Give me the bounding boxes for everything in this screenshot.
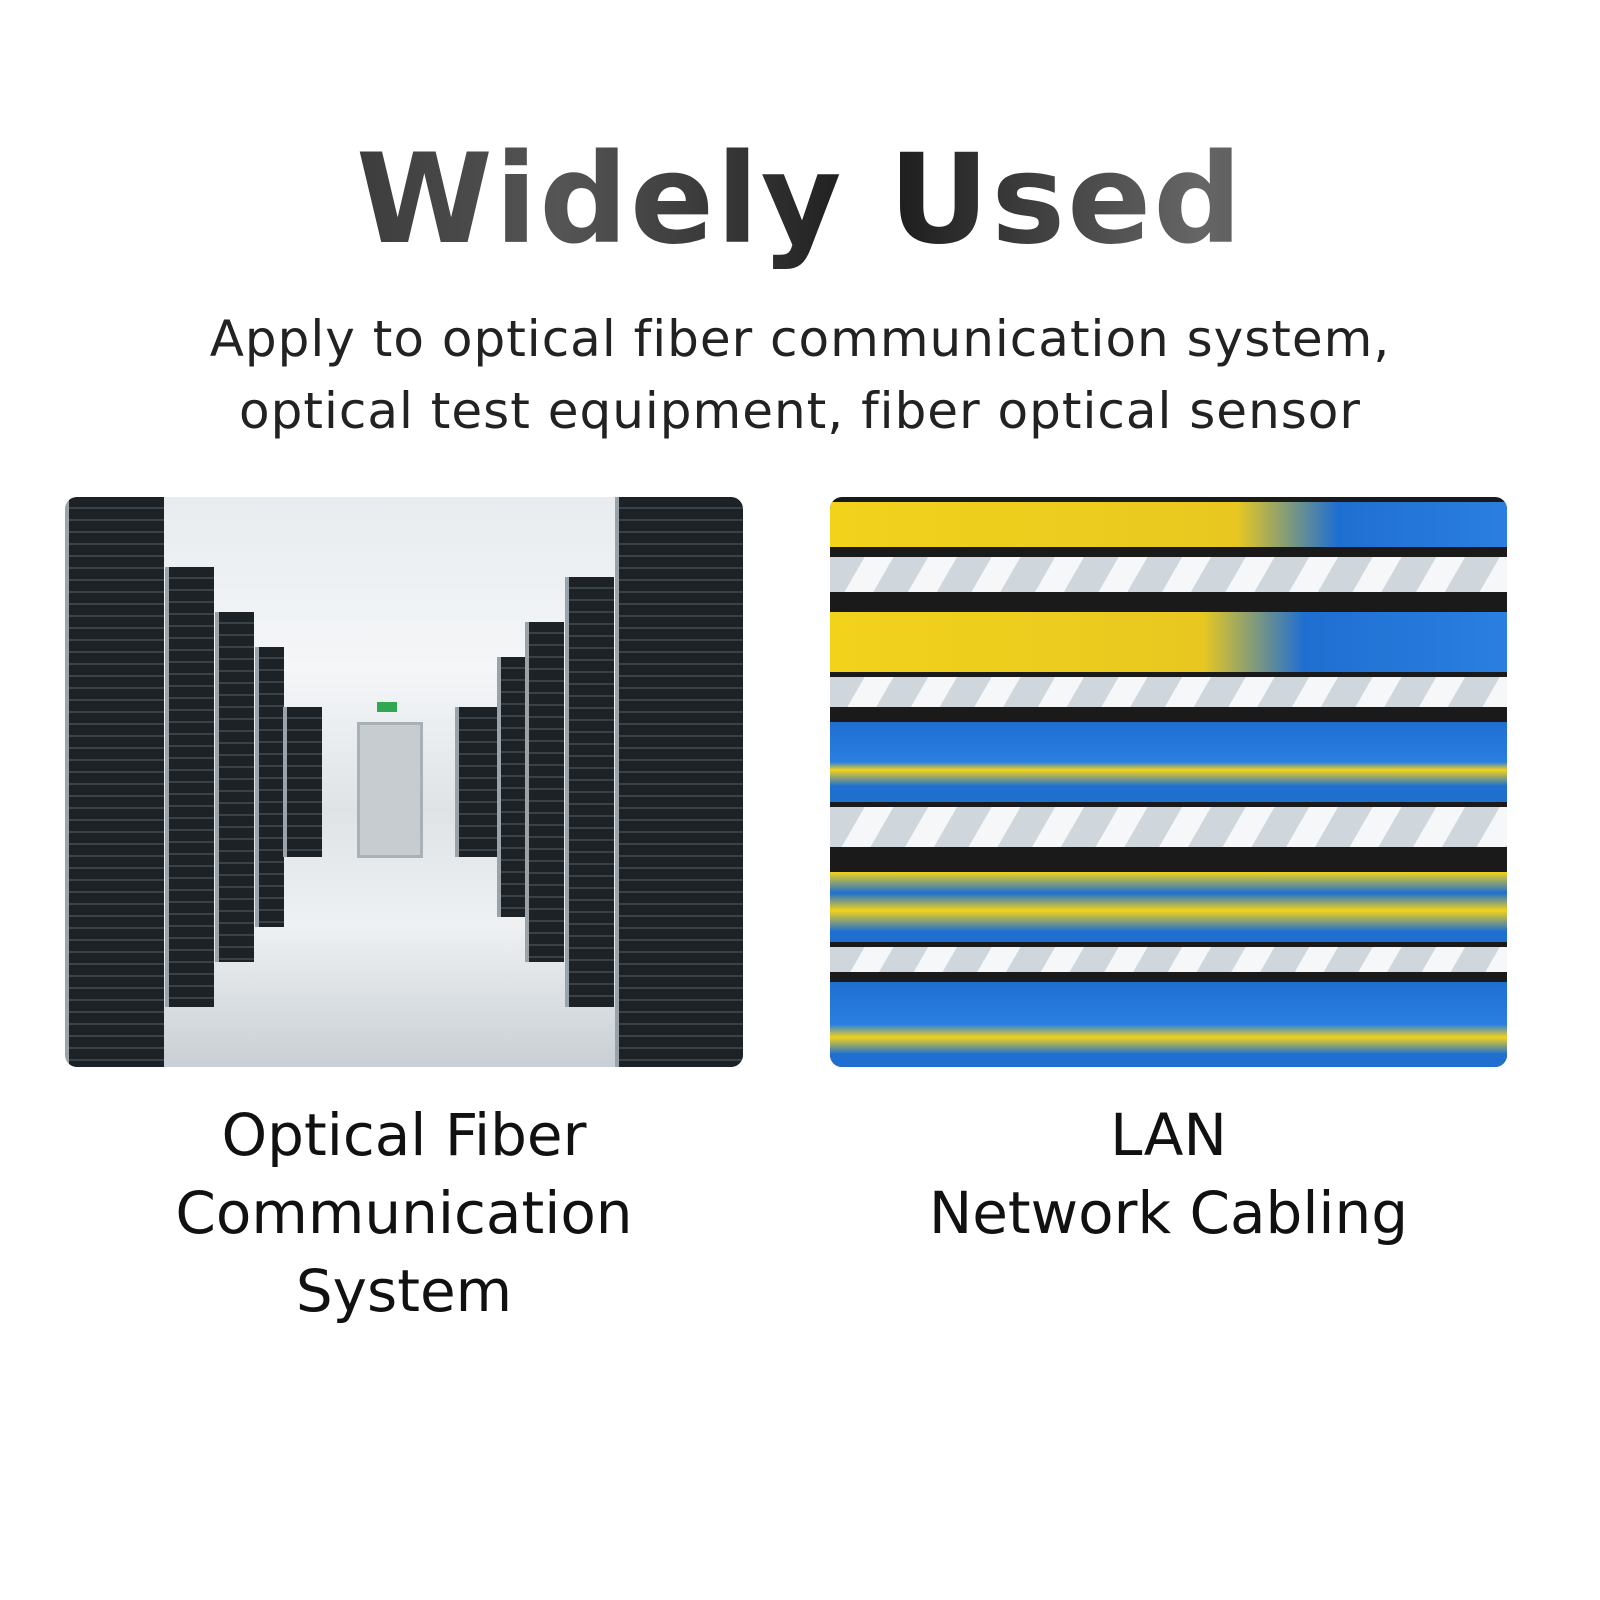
page-title: Widely Used: [0, 128, 1600, 272]
caption-line: Communication System: [175, 1179, 633, 1325]
subtitle-line-2: optical test equipment, fiber optical se…: [239, 382, 1361, 440]
fiber-cables-image: [830, 497, 1507, 1067]
subtitle-line-1: Apply to optical fiber communication sys…: [209, 310, 1391, 368]
caption-lan: LAN Network Cabling: [830, 1096, 1507, 1252]
caption-line: Network Cabling: [928, 1179, 1409, 1247]
caption-line: LAN: [1110, 1101, 1227, 1169]
server-room-image: [65, 497, 743, 1067]
caption-line: Optical Fiber: [221, 1101, 587, 1169]
caption-optical-fiber: Optical Fiber Communication System: [65, 1096, 743, 1330]
